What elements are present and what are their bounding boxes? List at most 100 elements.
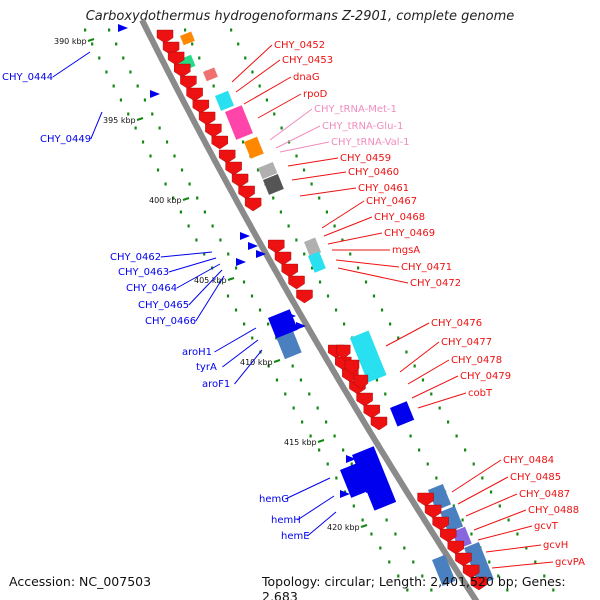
tick-mark: [379, 546, 382, 550]
scale-label-405-kbp: 405 kbp: [194, 276, 227, 285]
tick-mark: [455, 434, 458, 438]
tick-mark: [309, 434, 312, 438]
leader-line: [417, 392, 467, 409]
gene-label-mgsa: mgsA: [392, 245, 420, 256]
leader-line: [285, 477, 331, 500]
scale-tick: [87, 38, 95, 42]
tick-mark: [394, 532, 397, 536]
tick-mark: [356, 266, 360, 270]
tick-mark: [243, 322, 246, 326]
tick-mark: [299, 378, 303, 382]
leader-line: [321, 200, 365, 229]
tick-mark: [497, 574, 500, 578]
tick-mark: [230, 28, 233, 32]
gene-label-gcvpa: gcvPA: [555, 557, 585, 568]
forward-gene-arrow: [174, 63, 191, 78]
forward-gene-arrow: [198, 111, 216, 126]
tick-mark: [384, 392, 387, 396]
leader-line: [195, 275, 225, 322]
gene-label-chy-0467: CHY_0467: [366, 196, 417, 207]
tick-mark: [292, 406, 295, 410]
leader-line: [299, 187, 357, 197]
scale-tick: [273, 359, 281, 363]
tick-mark: [295, 154, 298, 158]
tick-mark: [318, 280, 322, 284]
reverse-gene-arrow: [256, 250, 266, 258]
tick-mark: [267, 322, 270, 326]
forward-gene-arrow: [353, 374, 369, 390]
gene-label-chy-trna-met-1: CHY_tRNA-Met-1: [314, 104, 397, 115]
gene-label-chy-0449: CHY_0449: [40, 134, 91, 145]
leader-line: [243, 76, 292, 105]
tick-mark: [405, 350, 408, 354]
reverse-gene-arrow: [118, 24, 128, 32]
tick-mark: [364, 280, 368, 284]
backbone-line: [139, 18, 480, 600]
forward-gene-arrow: [156, 29, 174, 44]
leader-line: [279, 141, 330, 153]
forward-gene-arrow: [432, 516, 449, 531]
tick-mark: [430, 588, 433, 592]
tick-mark: [409, 434, 412, 438]
tick-mark: [250, 294, 254, 298]
tick-mark: [119, 98, 123, 102]
tick-mark: [464, 448, 467, 452]
reverse-gene-arrow: [150, 90, 160, 98]
cog-box: [243, 136, 264, 159]
tick-mark: [98, 56, 101, 60]
tick-mark: [129, 70, 132, 74]
scale-label-415-kbp: 415 kbp: [284, 438, 317, 447]
forward-gene-arrow: [370, 416, 388, 431]
gene-label-chy-0476: CHY_0476: [431, 318, 482, 329]
tick-mark: [380, 308, 384, 312]
forward-gene-arrow: [344, 359, 360, 375]
tick-mark: [385, 518, 388, 522]
tick-mark: [406, 588, 409, 592]
cog-box: [428, 484, 452, 511]
tick-mark: [447, 420, 450, 424]
tick-mark: [397, 336, 400, 340]
leader-line: [269, 108, 313, 141]
tick-mark: [430, 392, 433, 396]
tick-mark: [370, 532, 373, 536]
gene-label-chy-0460: CHY_0460: [348, 167, 399, 178]
tick-mark: [273, 112, 276, 116]
tick-mark: [325, 420, 328, 424]
tick-mark: [318, 196, 321, 200]
tick-mark: [234, 266, 238, 270]
reverse-gene-arrow: [236, 258, 246, 266]
tick-mark: [112, 84, 115, 88]
cog-box: [258, 162, 278, 180]
tick-mark: [122, 56, 125, 60]
gene-label-hemh: hemH: [271, 515, 301, 526]
gene-label-chy-0468: CHY_0468: [374, 212, 425, 223]
cog-box: [350, 330, 387, 383]
reverse-gene-arrow: [346, 455, 356, 463]
leader-line: [411, 375, 459, 399]
tick-mark: [203, 252, 206, 256]
tick-mark: [342, 448, 345, 452]
tick-mark: [488, 560, 491, 564]
forward-gene-arrow: [211, 135, 228, 150]
gene-label-heme: hemE: [281, 531, 310, 542]
cog-box: [180, 31, 195, 46]
gene-label-gcvt: gcvT: [534, 521, 559, 532]
leader-line: [465, 493, 518, 517]
leader-line: [214, 327, 257, 353]
tick-mark: [156, 168, 160, 172]
tick-mark: [244, 56, 247, 60]
tick-mark: [173, 154, 176, 158]
tick-mark: [149, 154, 152, 158]
scale-label-420-kbp: 420 kbp: [327, 523, 360, 532]
tick-mark: [301, 420, 304, 424]
gene-label-chy-0471: CHY_0471: [401, 262, 452, 273]
forward-gene-arrow: [417, 492, 434, 507]
tick-mark: [435, 476, 438, 480]
tick-mark: [333, 434, 336, 438]
leader-line: [457, 476, 509, 505]
page-title: Carboxydothermus hydrogenoformans Z-2901…: [85, 9, 515, 24]
cog-box: [463, 542, 494, 586]
forward-gene-arrow: [356, 392, 373, 407]
